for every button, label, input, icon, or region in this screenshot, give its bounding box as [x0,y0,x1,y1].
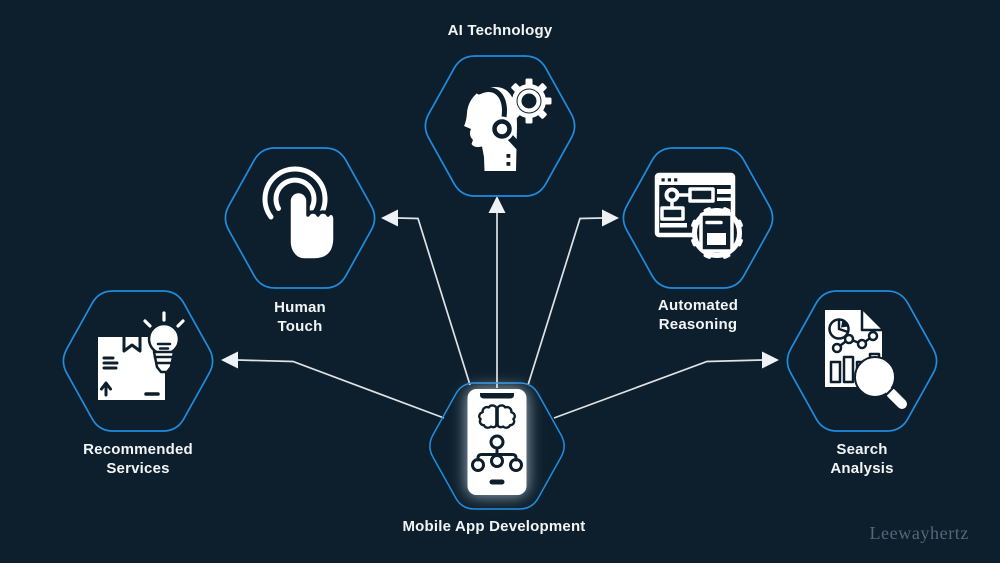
pie-chart-icon [828,318,850,340]
phone-notch [480,393,514,399]
connector-to-recommended-services [237,359,445,419]
connector-lines [237,213,763,419]
arrowhead-left-icon [381,209,398,227]
robot-head-gears-icon [464,78,552,171]
connector-to-search-analysis [553,359,763,419]
watermark-logo: Leewayhertz [869,523,969,543]
connector-to-human-touch [397,217,471,386]
line-chart-icon [831,330,879,354]
label-automated-reasoning: Automated Reasoning [657,297,739,333]
arrowhead-up-icon [488,196,506,213]
tap-finger-icon [262,166,337,262]
brain-icon [478,404,516,429]
lightbulb-icon [143,311,185,374]
large-gear-icon [506,78,552,124]
label-human-touch: Human Touch [274,299,326,335]
label-search-analysis: Search Analysis [830,441,894,477]
arrowhead-left2-icon [221,351,238,369]
magnifier-icon [854,356,907,409]
connector-to-automated-reasoning [527,217,603,386]
connector-arrowheads [221,196,779,369]
phone-brain-flowchart-icon [467,389,527,495]
small-gear-icon [489,116,515,142]
label-ai-technology: AI Technology [447,22,553,39]
document-charts-magnifier-icon [825,308,907,409]
label-mobile-app-development: Mobile App Development [402,518,586,535]
arrowhead-right2-icon [762,351,779,369]
browser-flowchart-gear-icon [654,172,743,259]
package-lightbulb-icon [98,311,185,400]
arrowhead-right-icon [602,209,619,227]
label-recommended-services: Recommended Services [83,441,193,477]
gear-document-icon [691,207,743,259]
phone-home-pill [489,479,505,485]
hierarchy-flowchart-icon [471,434,523,472]
